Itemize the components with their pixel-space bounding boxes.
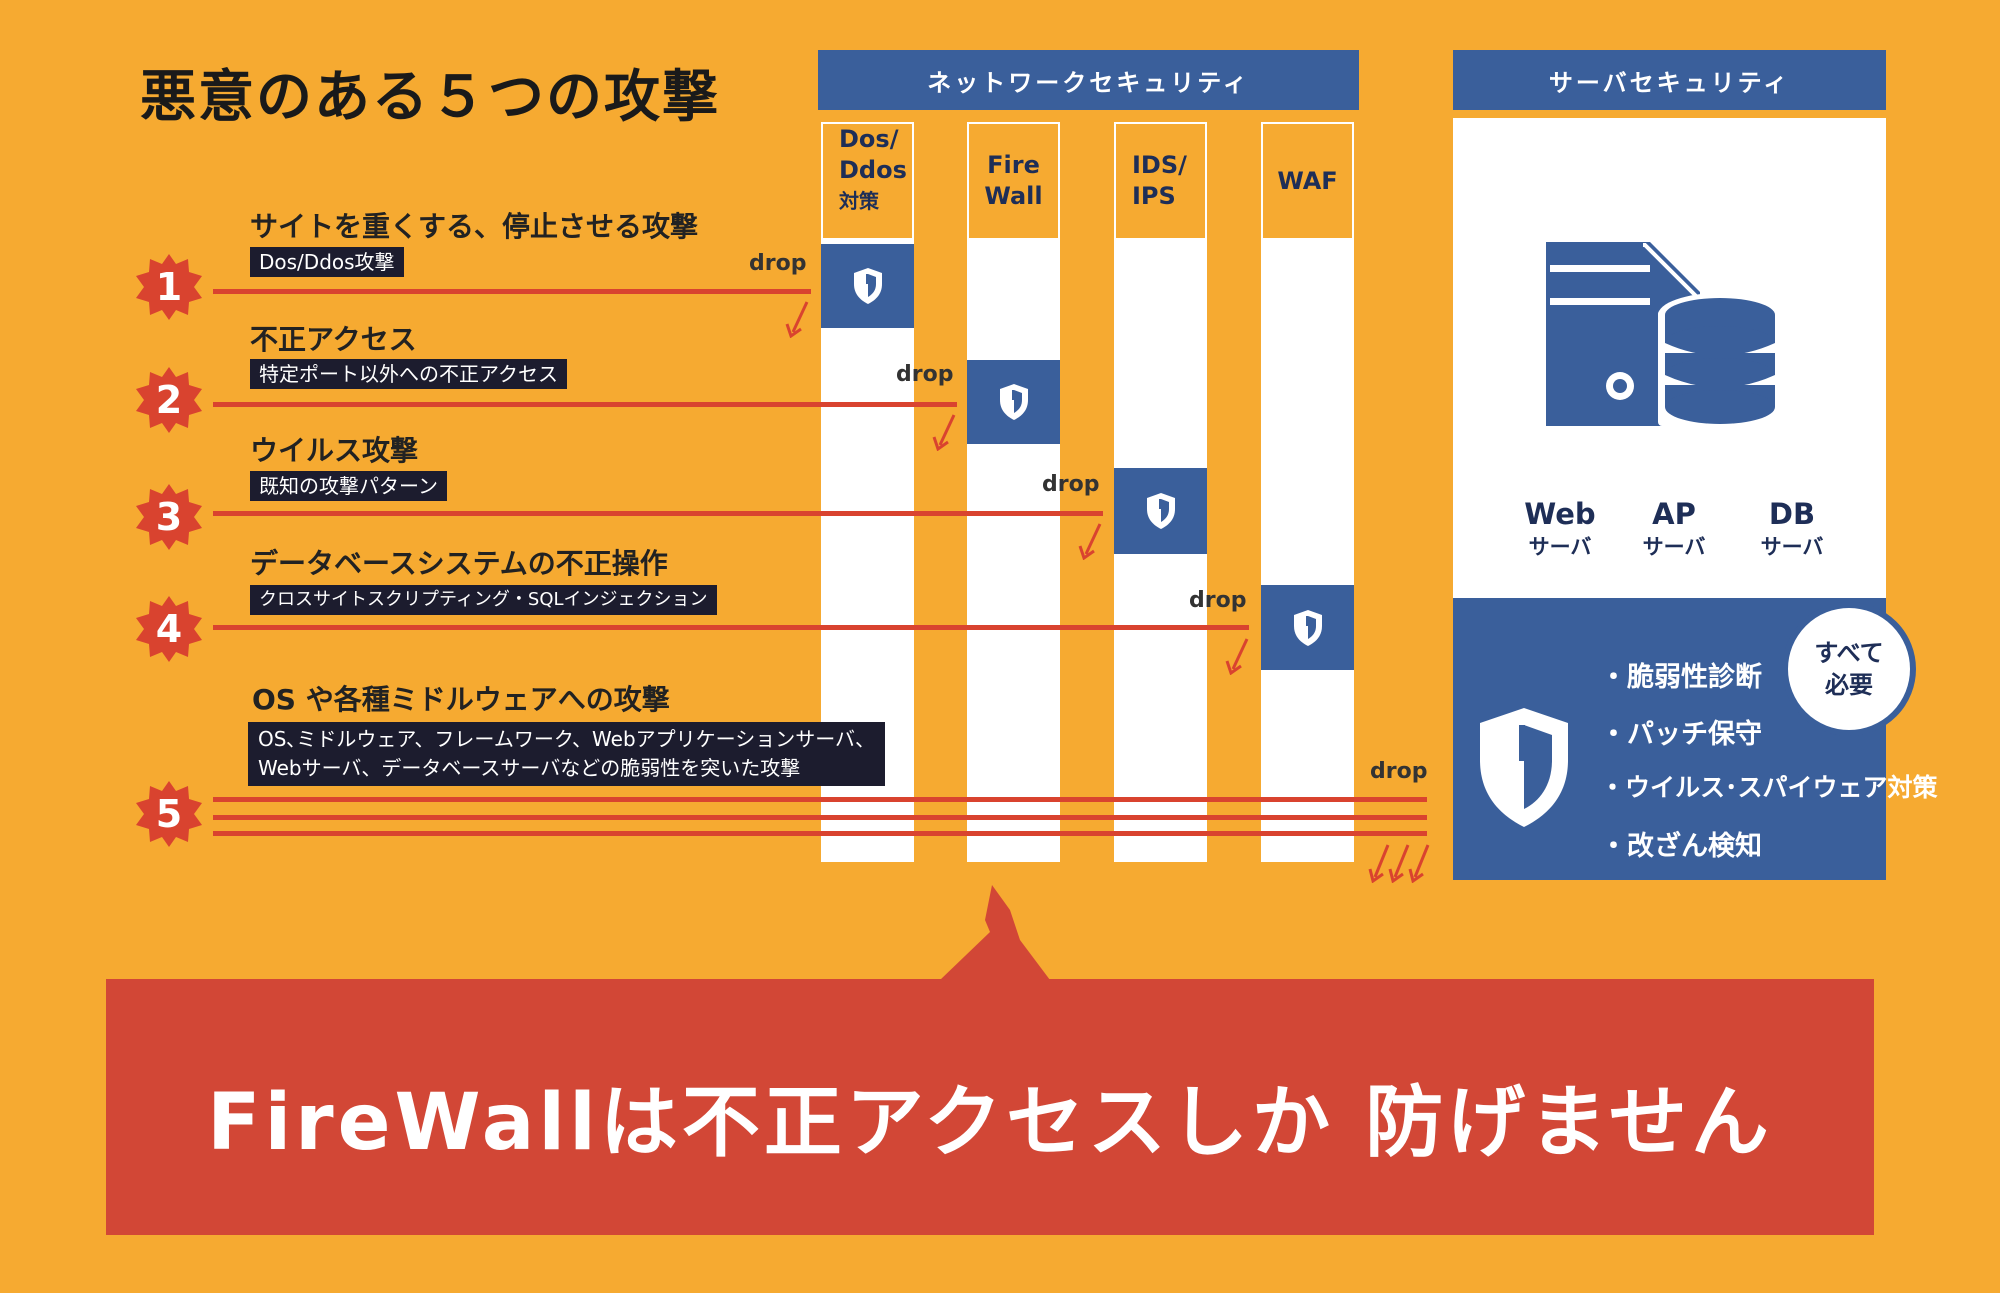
attack-tag: 特定ポート以外への不正アクセス <box>250 359 567 389</box>
banner-pointer <box>940 885 1050 980</box>
attack-tag: OS､ミドルウェア、フレームワーク、Webアプリケーションサーバ、 Webサーバ… <box>248 722 886 786</box>
gear-badge-icon <box>136 254 202 320</box>
server-label-db: DB サーバ <box>1742 497 1842 561</box>
attack-title: OS や各種ミドルウェアへの攻撃 <box>252 683 670 716</box>
drop-arrow-icon <box>1078 523 1102 560</box>
required-badge: すべて 必要 <box>1782 602 1916 736</box>
column-header-dos-ddos: Dos/ Ddos 対策 <box>823 124 912 238</box>
server-name: AP <box>1652 497 1696 531</box>
shield-block-firewall <box>967 360 1060 444</box>
banner-text: FireWallは不正アクセスしか 防げません <box>207 1078 1773 1168</box>
column-header-line: Ddos <box>839 156 907 184</box>
column-header-ids-ips: IDS/ IPS <box>1116 124 1205 238</box>
gear-badge-icon <box>136 781 202 847</box>
drop-label: drop <box>1370 759 1428 784</box>
column-waf <box>1261 122 1354 862</box>
requirement-item: ・パッチ保守 <box>1600 719 1762 750</box>
server-security-header: サーバセキュリティ <box>1453 50 1886 110</box>
shield-icon <box>853 268 882 304</box>
attack-tag: 既知の攻撃パターン <box>250 471 447 501</box>
attack-number: 3 <box>155 495 183 539</box>
attack-number: 5 <box>155 792 183 836</box>
column-header-line: IPS <box>1132 182 1176 210</box>
attack-title: データベースシステムの不正操作 <box>250 547 668 580</box>
shield-block-waf <box>1261 585 1354 670</box>
attack-line <box>213 625 1249 630</box>
server-label-ap: AP サーバ <box>1624 497 1724 561</box>
attack-number: 4 <box>155 607 183 651</box>
column-header-firewall: Fire Wall <box>969 124 1058 238</box>
column-header-line: WAF <box>1277 166 1338 195</box>
attack-tag-line: Webサーバ、データベースサーバなどの脆弱性を突いた攻撃 <box>258 756 801 780</box>
requirement-item: ・ウイルス･スパイウェア対策 <box>1600 773 1938 802</box>
column-header-line: Wall <box>984 182 1043 210</box>
drop-label: drop <box>1189 588 1247 613</box>
gear-badge-icon <box>136 484 202 550</box>
attack-number-badge: 4 <box>136 596 202 666</box>
shield-icon <box>1293 609 1322 646</box>
required-badge-line: すべて <box>1814 639 1884 667</box>
column-firewall <box>967 122 1060 862</box>
gear-badge-icon <box>136 367 202 433</box>
attack-line <box>213 289 811 294</box>
attack-line <box>213 831 1427 836</box>
requirement-item: ・改ざん検知 <box>1600 831 1762 862</box>
attack-line <box>213 815 1427 820</box>
page-title: 悪意のある５つの攻撃 <box>140 65 720 130</box>
drop-label: drop <box>1042 472 1100 497</box>
attack-number: 2 <box>155 378 183 422</box>
column-header-line: Dos/ <box>839 125 899 153</box>
drop-label: drop <box>896 362 954 387</box>
attack-tag-line: OS､ミドルウェア、フレームワーク、Webアプリケーションサーバ、 <box>258 727 876 751</box>
drop-arrow-icon <box>1225 638 1249 675</box>
required-badge-line: 必要 <box>1825 671 1873 699</box>
server-sub: サーバ <box>1642 535 1706 559</box>
server-sub: サーバ <box>1528 535 1592 559</box>
attack-line <box>213 511 1103 516</box>
shield-icon <box>999 384 1028 420</box>
column-header-line: Fire <box>987 151 1040 179</box>
attack-number-badge: 1 <box>136 254 202 324</box>
server-sub: サーバ <box>1760 535 1824 559</box>
attack-number: 1 <box>155 265 183 309</box>
attack-title: サイトを重くする、停止させる攻撃 <box>250 210 699 243</box>
server-database-icon <box>1546 242 1782 426</box>
drop-arrow-icon <box>932 414 956 451</box>
requirement-item: ・脆弱性診断 <box>1600 662 1762 693</box>
attack-line <box>213 402 957 407</box>
column-header-waf: WAF <box>1263 124 1352 238</box>
column-header-line: 対策 <box>839 189 879 213</box>
server-name: DB <box>1768 497 1816 531</box>
shield-block-dos <box>821 244 914 328</box>
attack-line <box>213 797 1427 802</box>
attack-number-badge: 2 <box>136 367 202 437</box>
drop-arrow-icon <box>785 301 809 338</box>
attack-number-badge: 5 <box>136 781 202 851</box>
banner <box>106 979 1874 1235</box>
shield-icon <box>1146 493 1175 529</box>
attack-tag: クロスサイトスクリプティング・SQLインジェクション <box>250 585 717 615</box>
drop-arrows-icon <box>1368 844 1430 883</box>
attack-title: 不正アクセス <box>250 323 417 356</box>
drop-label: drop <box>749 251 807 276</box>
network-security-header: ネットワークセキュリティ <box>818 50 1359 110</box>
column-header-line: IDS/ <box>1132 151 1187 179</box>
shield-block-ids <box>1114 468 1207 554</box>
attack-number-badge: 3 <box>136 484 202 554</box>
server-shield-icon <box>1480 708 1568 827</box>
server-name: Web <box>1524 497 1596 531</box>
attack-tag: Dos/Ddos攻撃 <box>250 247 404 277</box>
attack-title: ウイルス攻撃 <box>250 434 419 467</box>
server-label-web: Web サーバ <box>1510 497 1610 561</box>
gear-badge-icon <box>136 596 202 662</box>
